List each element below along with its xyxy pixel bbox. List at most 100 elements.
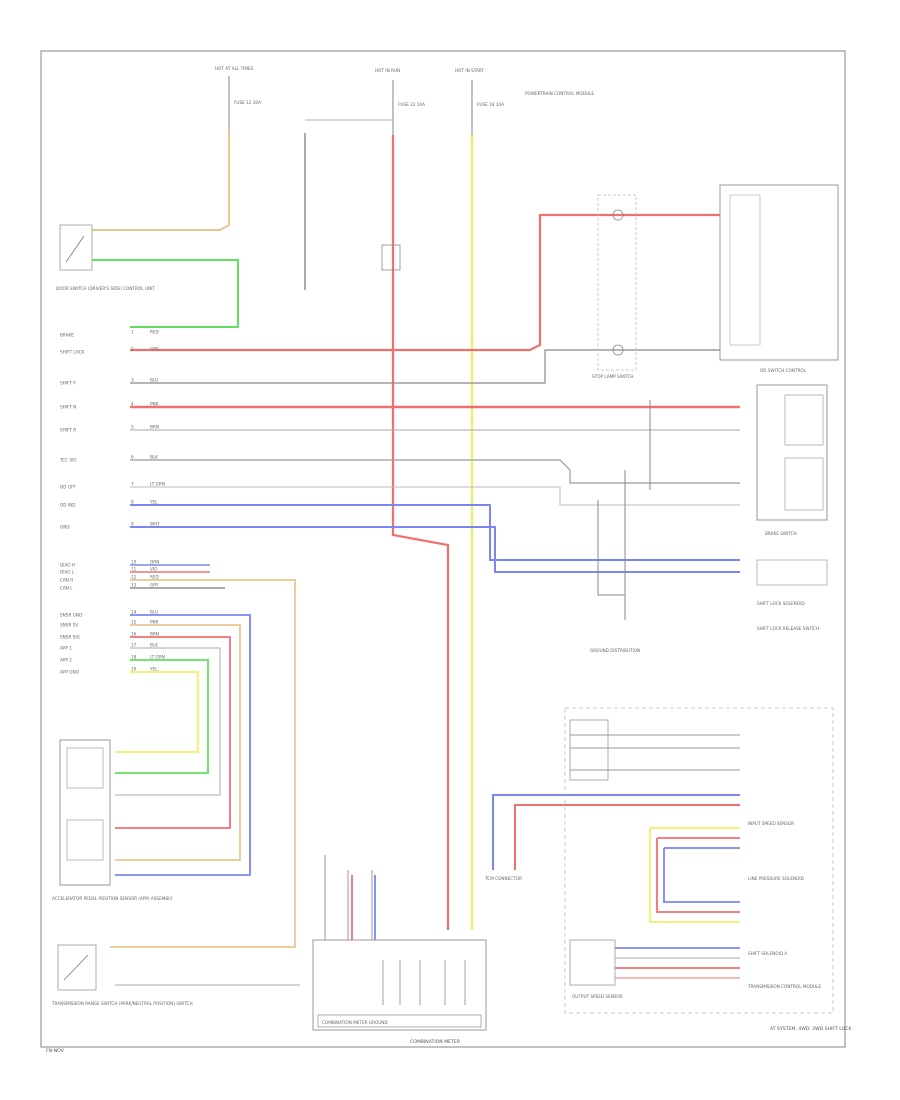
svg-text:FUSE 12 10A: FUSE 12 10A bbox=[234, 100, 261, 105]
footer-left-text: FN-NOV bbox=[46, 1048, 65, 1054]
pin-label: TCC SIG bbox=[59, 458, 77, 463]
wire-gray-bus-1 bbox=[130, 349, 720, 384]
svg-text:HOT IN START: HOT IN START bbox=[455, 68, 484, 73]
wire-color-label: WHT bbox=[150, 522, 160, 527]
meter-label: COMBINATION METER GROUND bbox=[322, 1020, 388, 1025]
brake-switch-box bbox=[756, 384, 828, 521]
diagram-border bbox=[40, 50, 846, 1048]
ground-label: GROUND DISTRIBUTION bbox=[590, 648, 640, 653]
pin-number: 3 bbox=[131, 378, 134, 383]
wire-color-label: ORN bbox=[150, 560, 159, 565]
bottom-center-label: COMBINATION METER bbox=[410, 1039, 461, 1045]
speed-sensor-box bbox=[569, 939, 616, 986]
pin-number: 9 bbox=[131, 522, 134, 527]
pin-label: OD IND bbox=[60, 503, 75, 508]
wire-color-label: PNK bbox=[150, 402, 159, 407]
shift-switch: TRANSMISSION RANGE SWITCH (PARK/NEUTRAL … bbox=[51, 944, 193, 1006]
pin-number: 19 bbox=[131, 667, 137, 672]
wire-gray-bus-4 bbox=[130, 486, 740, 506]
wire-ground-branch bbox=[597, 500, 626, 620]
svg-text:FUSE 18 10A: FUSE 18 10A bbox=[477, 102, 504, 107]
pin-number: 13 bbox=[131, 583, 137, 588]
pin-number: 16 bbox=[131, 632, 137, 637]
door-switch: DOOR SWITCH (DRIVER'S SIDE) CONTROL UNIT bbox=[56, 224, 155, 291]
od-switch-label: OD SWITCH CONTROL bbox=[760, 368, 807, 373]
input-speed-label: INPUT SPEED SENSOR bbox=[748, 821, 794, 826]
wire-color-label: BRN bbox=[150, 425, 159, 430]
bottom-right-label: AT SYSTEM, 4WD, 2WD SHIFT LOCK bbox=[770, 1026, 852, 1032]
pin-number: 6 bbox=[131, 455, 134, 460]
pin-number: 1 bbox=[131, 330, 134, 335]
pin-number: 15 bbox=[131, 620, 137, 625]
wire-color-label: BLK bbox=[150, 643, 158, 648]
pin-label: OD OFF bbox=[60, 485, 77, 490]
pin-label: DIAG H bbox=[60, 563, 75, 568]
wire-yellow-lower bbox=[115, 671, 199, 753]
pin-label: SHIFT R bbox=[60, 428, 76, 433]
pin-label: SNSR GND bbox=[60, 613, 82, 618]
speed-sensor-label: OUTPUT SPEED SENSOR bbox=[572, 994, 623, 999]
wire-blue-2 bbox=[130, 526, 740, 573]
fuse-right: HOT IN START FUSE 18 10A bbox=[455, 68, 504, 135]
svg-text:FUSE 22 10A: FUSE 22 10A bbox=[398, 102, 425, 107]
wire-color-label: BLU bbox=[150, 378, 158, 383]
wire-orange-lower bbox=[110, 579, 296, 948]
wire-blue-1 bbox=[130, 504, 740, 561]
pin-number: 12 bbox=[131, 575, 137, 580]
pin-number: 7 bbox=[131, 482, 134, 487]
wire-color-label: RED bbox=[150, 575, 159, 580]
fuse-left: HOT AT ALL TIMES FUSE 12 10A bbox=[215, 66, 261, 130]
shift-lock-label: SHIFT LOCK RELEASE SWITCH bbox=[757, 626, 819, 631]
tcm-label: TRANSMISSION CONTROL MODULE bbox=[747, 984, 821, 989]
wire-color-label: RED bbox=[150, 330, 159, 335]
svg-text:TRANSMISSION RANGE SWITCH (PAR: TRANSMISSION RANGE SWITCH (PARK/NEUTRAL … bbox=[51, 1001, 193, 1006]
relay-box bbox=[381, 244, 401, 271]
wire-blue-tcm bbox=[492, 794, 740, 870]
pin-label: SHIFT P bbox=[60, 381, 76, 386]
pin-label: SNSR 5V bbox=[60, 623, 78, 628]
wire-color-label: YEL bbox=[149, 667, 158, 672]
tcm-connector-label: TCM CONNECTOR bbox=[484, 876, 522, 881]
pin-number: 8 bbox=[131, 500, 134, 505]
wire-red-tcm bbox=[514, 804, 740, 870]
pin-label: APP GND bbox=[60, 670, 79, 675]
wire-green-door bbox=[92, 259, 239, 328]
shift-lock-solenoid-label: SHIFT LOCK SOLENOID bbox=[757, 601, 805, 606]
pin-number: 5 bbox=[131, 425, 134, 430]
fuse-note: POWERTRAIN CONTROL MODULE bbox=[525, 91, 594, 96]
pin-label: SHIFT N bbox=[60, 405, 76, 410]
pin-label: APP 2 bbox=[60, 658, 72, 663]
wire-color-label: PNK bbox=[150, 620, 159, 625]
stop-lamp-box bbox=[597, 194, 637, 371]
svg-text:HOT AT ALL TIMES: HOT AT ALL TIMES bbox=[215, 66, 254, 71]
pin-label: CAN L bbox=[60, 586, 73, 591]
pin-label: DIAG L bbox=[60, 570, 75, 575]
svg-text:DOOR SWITCH (DRIVER'S SIDE) CO: DOOR SWITCH (DRIVER'S SIDE) CONTROL UNIT bbox=[56, 286, 155, 291]
wire-orange-top bbox=[92, 130, 230, 231]
wire-color-label: YEL bbox=[149, 500, 158, 505]
sensor-left: ACCELERATOR PEDAL POSITION SENSOR (APP) … bbox=[52, 739, 173, 901]
line-pressure-label: LINE PRESSURE SOLENOID bbox=[748, 876, 804, 881]
wire-red-lower bbox=[115, 636, 231, 829]
wire-color-label: GRY bbox=[150, 347, 159, 352]
pin-number: 4 bbox=[131, 402, 134, 407]
wire-color-label: VIO bbox=[150, 567, 158, 572]
stop-lamp-label: STOP LAMP SWITCH bbox=[592, 374, 634, 379]
wire-color-label: LT GRN bbox=[150, 655, 165, 660]
wire-color-label: BRN bbox=[150, 632, 159, 637]
pin-number: 18 bbox=[131, 655, 137, 660]
pin-number: 2 bbox=[131, 347, 134, 352]
svg-text:HOT IN RUN: HOT IN RUN bbox=[375, 68, 400, 73]
wire-color-label: BLK bbox=[150, 455, 158, 460]
combination-meter-box bbox=[312, 939, 487, 1031]
wire-green-lower bbox=[115, 659, 209, 774]
wire-color-label: BLU bbox=[150, 610, 158, 615]
pin-label: APP 1 bbox=[60, 646, 72, 651]
wire-color-label: LT GRN bbox=[150, 482, 165, 487]
wire-red-center bbox=[391, 135, 450, 930]
pin-label: SNSR SIG bbox=[60, 635, 80, 640]
pin-label: SHIFT LOCK bbox=[60, 350, 85, 355]
